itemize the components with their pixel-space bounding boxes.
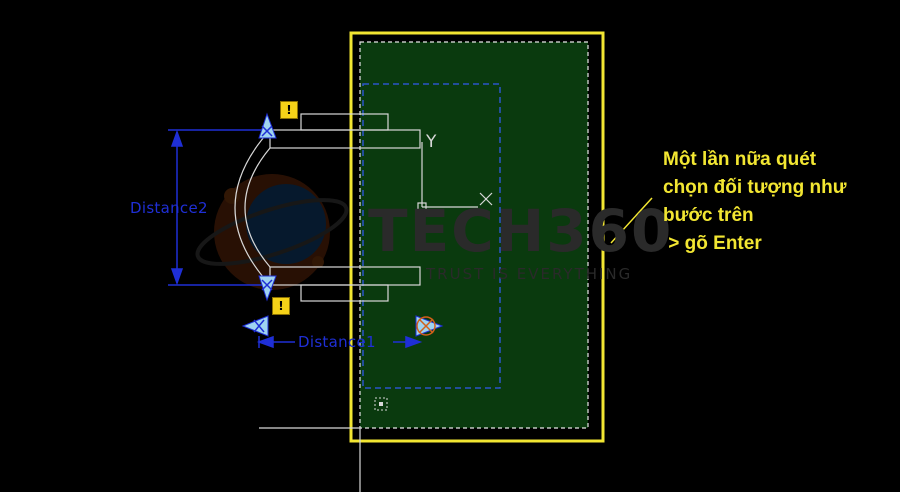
dimension-distance2-label[interactable]: Distance2 (130, 199, 208, 217)
grip-top-icon (258, 112, 277, 139)
watermark-tagline: TRUST IS EVERYTHING (426, 265, 633, 283)
callout-line-2: chọn đối tượng như (663, 177, 847, 198)
callout-line-3: bước trên (663, 205, 754, 226)
ucs-icon (417, 142, 493, 212)
grip-bottom-icon (258, 275, 277, 302)
grip-right-icon (415, 315, 444, 337)
selected-rectangle (362, 83, 501, 389)
cursor-pickbox-icon (374, 397, 388, 411)
warning-icon-bottom[interactable]: ! (272, 297, 290, 315)
callout-line-1: Một lần nữa quét (663, 149, 817, 170)
warning-icon-top[interactable]: ! (280, 101, 298, 119)
selection-window-border (359, 41, 589, 429)
dimension-distance2 (168, 129, 270, 286)
grip-left-icon (241, 315, 269, 337)
watermark-brand: TECH360 (368, 197, 674, 265)
callout-pointer (610, 197, 653, 244)
callout-line-4: > gõ Enter (663, 233, 762, 254)
selection-window (360, 42, 588, 428)
ucs-y-label: Y (426, 132, 437, 152)
watermark-logo-icon (195, 174, 349, 290)
dimension-distance1 (256, 335, 423, 349)
instruction-callout: Một lần nữa quét chọn đối tượng như bước… (663, 146, 899, 258)
highlight-frame (349, 31, 605, 443)
dimension-distance1-label[interactable]: Distance1 (298, 333, 376, 351)
